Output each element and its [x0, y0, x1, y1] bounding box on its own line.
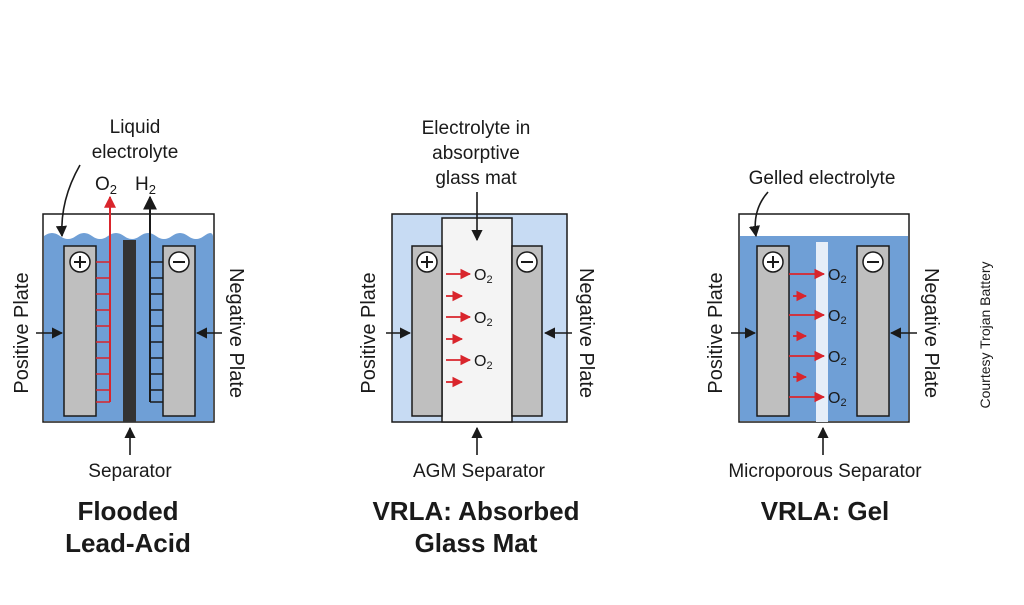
gel-oxygen-arrows — [789, 268, 826, 403]
h2-gas-label: H2 — [135, 174, 156, 197]
gel-o2-label: O2 — [828, 390, 847, 409]
agm-bottom-label: AGM Separator — [413, 461, 546, 482]
microporous-separator — [816, 242, 828, 422]
agm-negative-label: Negative Plate — [575, 268, 597, 398]
flooded-panel: Liquid electrolyte O2 H2 Posi — [11, 117, 247, 558]
gel-positive-plate — [756, 245, 790, 417]
gel-negative-label: Negative Plate — [920, 268, 942, 398]
credit-text: Courtesy Trojan Battery — [977, 261, 993, 408]
gel-electrolyte-leader-arrow — [748, 191, 769, 238]
agm-top-label-1: Electrolyte in — [422, 118, 531, 139]
agm-o2-label: O2 — [474, 353, 493, 372]
gel-top-label: Gelled electrolyte — [749, 168, 896, 189]
flooded-top-label-1: Liquid — [110, 117, 161, 138]
flooded-title-2: Lead-Acid — [65, 528, 191, 558]
agm-o2-label: O2 — [474, 310, 493, 329]
gel-title: VRLA: Gel — [761, 496, 890, 526]
agm-title-1: VRLA: Absorbed — [372, 496, 579, 526]
agm-top-label-3: glass mat — [435, 168, 517, 189]
gel-o2-label: O2 — [828, 267, 847, 286]
o2-gas-label: O2 — [95, 174, 117, 197]
gel-o2-label: O2 — [828, 308, 847, 327]
o2-evolution-lines — [96, 195, 116, 403]
flooded-separator — [123, 240, 136, 422]
agm-positive-label: Positive Plate — [358, 272, 380, 393]
gel-panel: Gelled electrolyte O2 O2 O2 O2 Positive … — [705, 168, 942, 526]
agm-panel: Electrolyte in absorptive glass mat O2 O… — [358, 118, 597, 558]
agm-oxygen-arrows — [446, 268, 472, 388]
flooded-positive-plate — [63, 245, 97, 417]
gel-positive-label: Positive Plate — [705, 272, 727, 393]
flooded-bottom-label: Separator — [88, 461, 172, 482]
flooded-title-1: Flooded — [77, 496, 178, 526]
flooded-positive-label: Positive Plate — [11, 272, 33, 393]
agm-negative-plate — [511, 245, 543, 417]
agm-title-2: Glass Mat — [415, 528, 538, 558]
agm-positive-plate — [411, 245, 443, 417]
agm-o2-label: O2 — [474, 267, 493, 286]
flooded-negative-plate — [162, 245, 196, 417]
h2-evolution-lines — [143, 195, 163, 403]
gel-bottom-label: Microporous Separator — [728, 461, 922, 482]
gel-negative-plate — [856, 245, 890, 417]
agm-top-label-2: absorptive — [432, 143, 520, 164]
gel-o2-label: O2 — [828, 349, 847, 368]
flooded-negative-label: Negative Plate — [225, 268, 247, 398]
electrolyte-leader-arrow — [55, 164, 81, 238]
flooded-top-label-2: electrolyte — [92, 142, 179, 163]
